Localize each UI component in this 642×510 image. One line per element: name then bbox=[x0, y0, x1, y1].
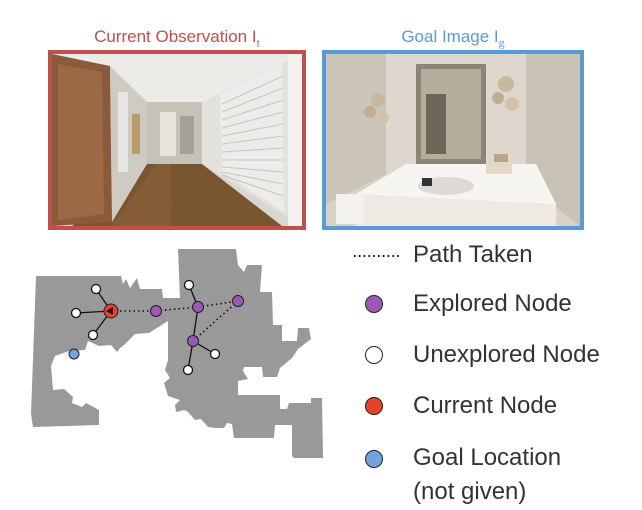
unexplored-node bbox=[209, 348, 221, 360]
legend-path-taken-icon bbox=[354, 255, 400, 257]
heading-arrow-icon bbox=[106, 307, 113, 315]
path-taken-lines bbox=[111, 300, 239, 342]
legend-goal-location-note: (not given) bbox=[413, 478, 527, 505]
legend-unexplored-node-label: Unexplored Node bbox=[413, 341, 600, 368]
hallway-scene bbox=[52, 54, 302, 226]
goal-location-node bbox=[68, 348, 80, 360]
goal-image-subscript: g bbox=[498, 35, 505, 50]
goal-image bbox=[322, 50, 584, 230]
explored-node bbox=[192, 301, 204, 313]
legend-goal-location-label: Goal Location bbox=[413, 444, 562, 471]
unexplored-node bbox=[70, 307, 82, 319]
legend-path-taken-label: Path Taken bbox=[413, 241, 533, 268]
topological-map bbox=[31, 249, 323, 458]
unexplored-node bbox=[87, 329, 99, 341]
legend-unexplored-node-icon bbox=[365, 346, 383, 364]
bathroom-scene bbox=[326, 54, 580, 226]
explored-node bbox=[232, 295, 244, 307]
current-observation-title-text: Current Observation I bbox=[94, 27, 257, 46]
unexplored-node bbox=[182, 364, 194, 376]
goal-image-title: Goal Image Ig bbox=[322, 27, 584, 50]
explored-nodes bbox=[150, 295, 244, 347]
current-node bbox=[103, 303, 119, 319]
unexplored-node bbox=[90, 283, 102, 295]
unexplored-nodes bbox=[70, 279, 221, 376]
unexplored-node bbox=[183, 279, 195, 291]
current-observation-title: Current Observation It bbox=[48, 27, 306, 50]
explored-node bbox=[187, 335, 199, 347]
current-observation-image bbox=[48, 50, 306, 230]
legend-current-node-icon bbox=[365, 397, 383, 415]
current-observation-subscript: t bbox=[256, 35, 260, 50]
legend-explored-node-label: Explored Node bbox=[413, 290, 572, 317]
goal-image-title-text: Goal Image I bbox=[401, 27, 499, 46]
legend-current-node-label: Current Node bbox=[413, 392, 558, 419]
legend-goal-location-icon bbox=[365, 450, 383, 468]
explored-node bbox=[150, 305, 162, 317]
legend-explored-node-icon bbox=[365, 295, 383, 313]
